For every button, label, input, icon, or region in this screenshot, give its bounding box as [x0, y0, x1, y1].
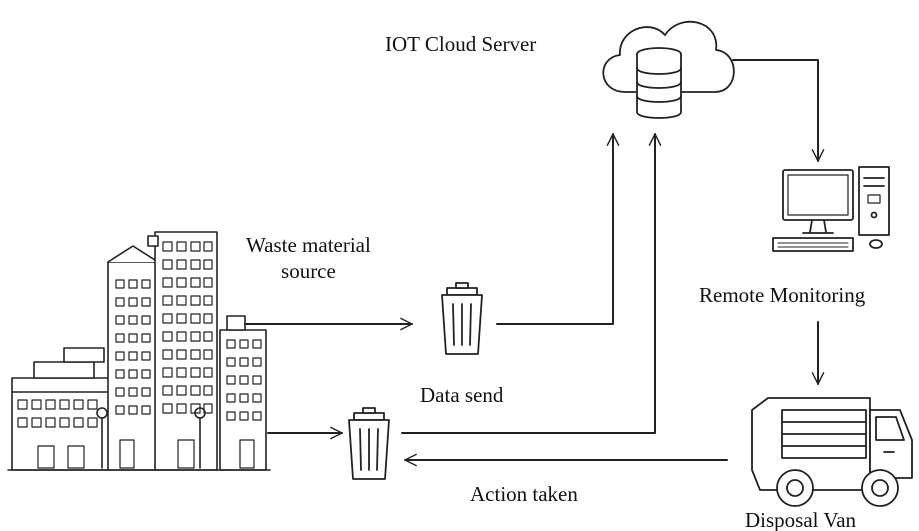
city-buildings-icon: [7, 231, 271, 471]
desktop-computer-icon: [772, 166, 890, 252]
cloud-server-label: IOT Cloud Server: [385, 32, 537, 56]
garbage-truck-icon: [751, 397, 913, 507]
waste-source-label: Waste material source: [246, 232, 371, 285]
arrow-bin-bottom-to-cloud: [401, 133, 662, 434]
waste-source-line1: Waste material: [246, 233, 371, 257]
cloud-database-icon: [602, 20, 735, 119]
data-send-label: Data send: [420, 383, 504, 407]
arrow-bin-to-cloud: [496, 133, 620, 325]
waste-source-line2: source: [281, 259, 336, 284]
arrow-cloud-to-computer: [732, 59, 825, 162]
remote-monitoring-label: Remote Monitoring: [699, 283, 866, 307]
trash-bin-icon: [348, 407, 390, 480]
trash-bin-icon: [441, 282, 483, 355]
disposal-van-label: Disposal Van: [745, 508, 857, 531]
connector-arrows: [244, 59, 825, 467]
action-taken-label: Action taken: [470, 482, 578, 506]
